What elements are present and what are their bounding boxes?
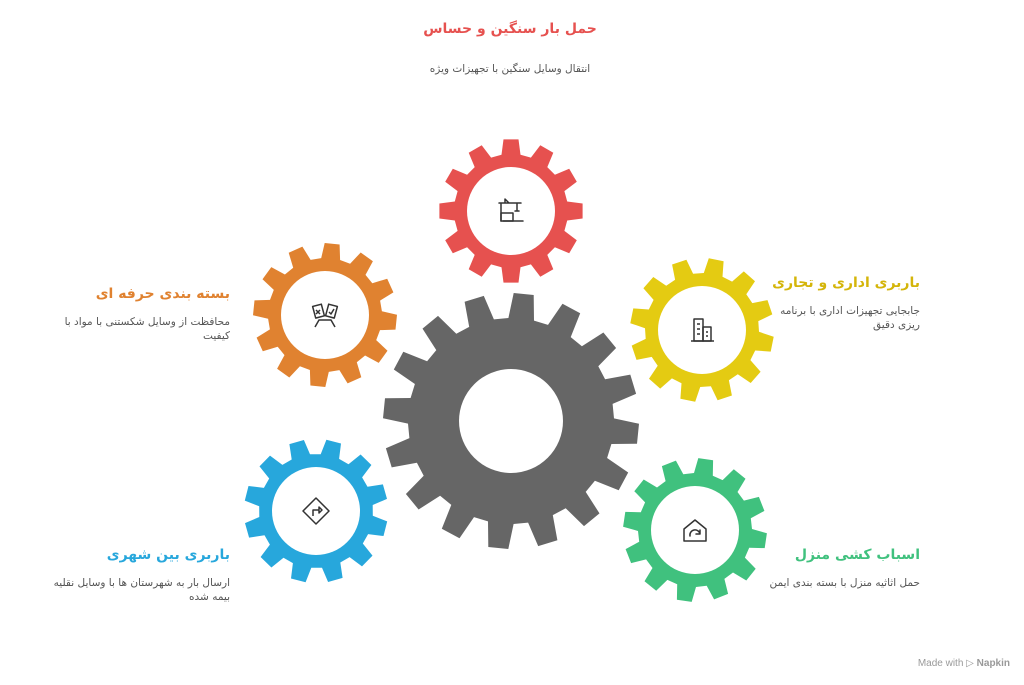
item-heavy-lifting: حمل بار سنگین و حساس انتقال وسایل سنگین …: [380, 20, 640, 76]
item-title: اسباب کشی منزل: [794, 547, 920, 563]
road-sign-icon: [302, 497, 330, 525]
gear-office: [630, 258, 774, 402]
gear-home: [623, 458, 767, 602]
home-moving-icon: [683, 519, 707, 542]
footer-credit: Made with ▷ Napkin: [918, 658, 1010, 669]
packing-icon: [311, 303, 339, 328]
item-description: محافظت از وسایل شکستنی با مواد با کیفیت: [64, 316, 230, 342]
item-description: انتقال وسایل سنگین با تجهیزات ویژه: [429, 63, 591, 75]
office-building-icon: [691, 318, 714, 342]
napkin-logo-icon: ▷: [966, 658, 974, 669]
footer-made-with: Made with: [917, 658, 964, 669]
gear-packing: [253, 243, 397, 387]
center-gear-hole: [459, 369, 563, 473]
gear-intercity: [244, 439, 388, 583]
gear-heavy: [439, 139, 583, 283]
item-description: جابجایی تجهیزات اداری با برنامه ریزی دقی…: [780, 305, 920, 331]
item-office-moving: باربری اداری و تجاری جابجایی تجهیزات ادا…: [760, 274, 920, 332]
crane-icon: [498, 198, 524, 222]
item-description: حمل اثاثیه منزل با بسته بندی ایمن: [769, 577, 920, 589]
item-home-moving: اسباب کشی منزل حمل اثاثیه منزل با بسته ب…: [760, 546, 920, 590]
item-title: باربری اداری و تجاری: [772, 275, 920, 291]
item-description: ارسال بار به شهرستان ها با وسایل نقلیه ب…: [53, 577, 230, 603]
item-title: بسته بندی حرفه ای: [95, 286, 230, 302]
item-intercity: باربری بین شهری ارسال بار به شهرستان ها …: [40, 546, 230, 604]
footer-brand: Napkin: [976, 658, 1010, 669]
item-title: باربری بین شهری: [106, 547, 230, 563]
item-title: حمل بار سنگین و حساس: [423, 21, 597, 37]
item-packing: بسته بندی حرفه ای محافظت از وسایل شکستنی…: [40, 285, 230, 343]
